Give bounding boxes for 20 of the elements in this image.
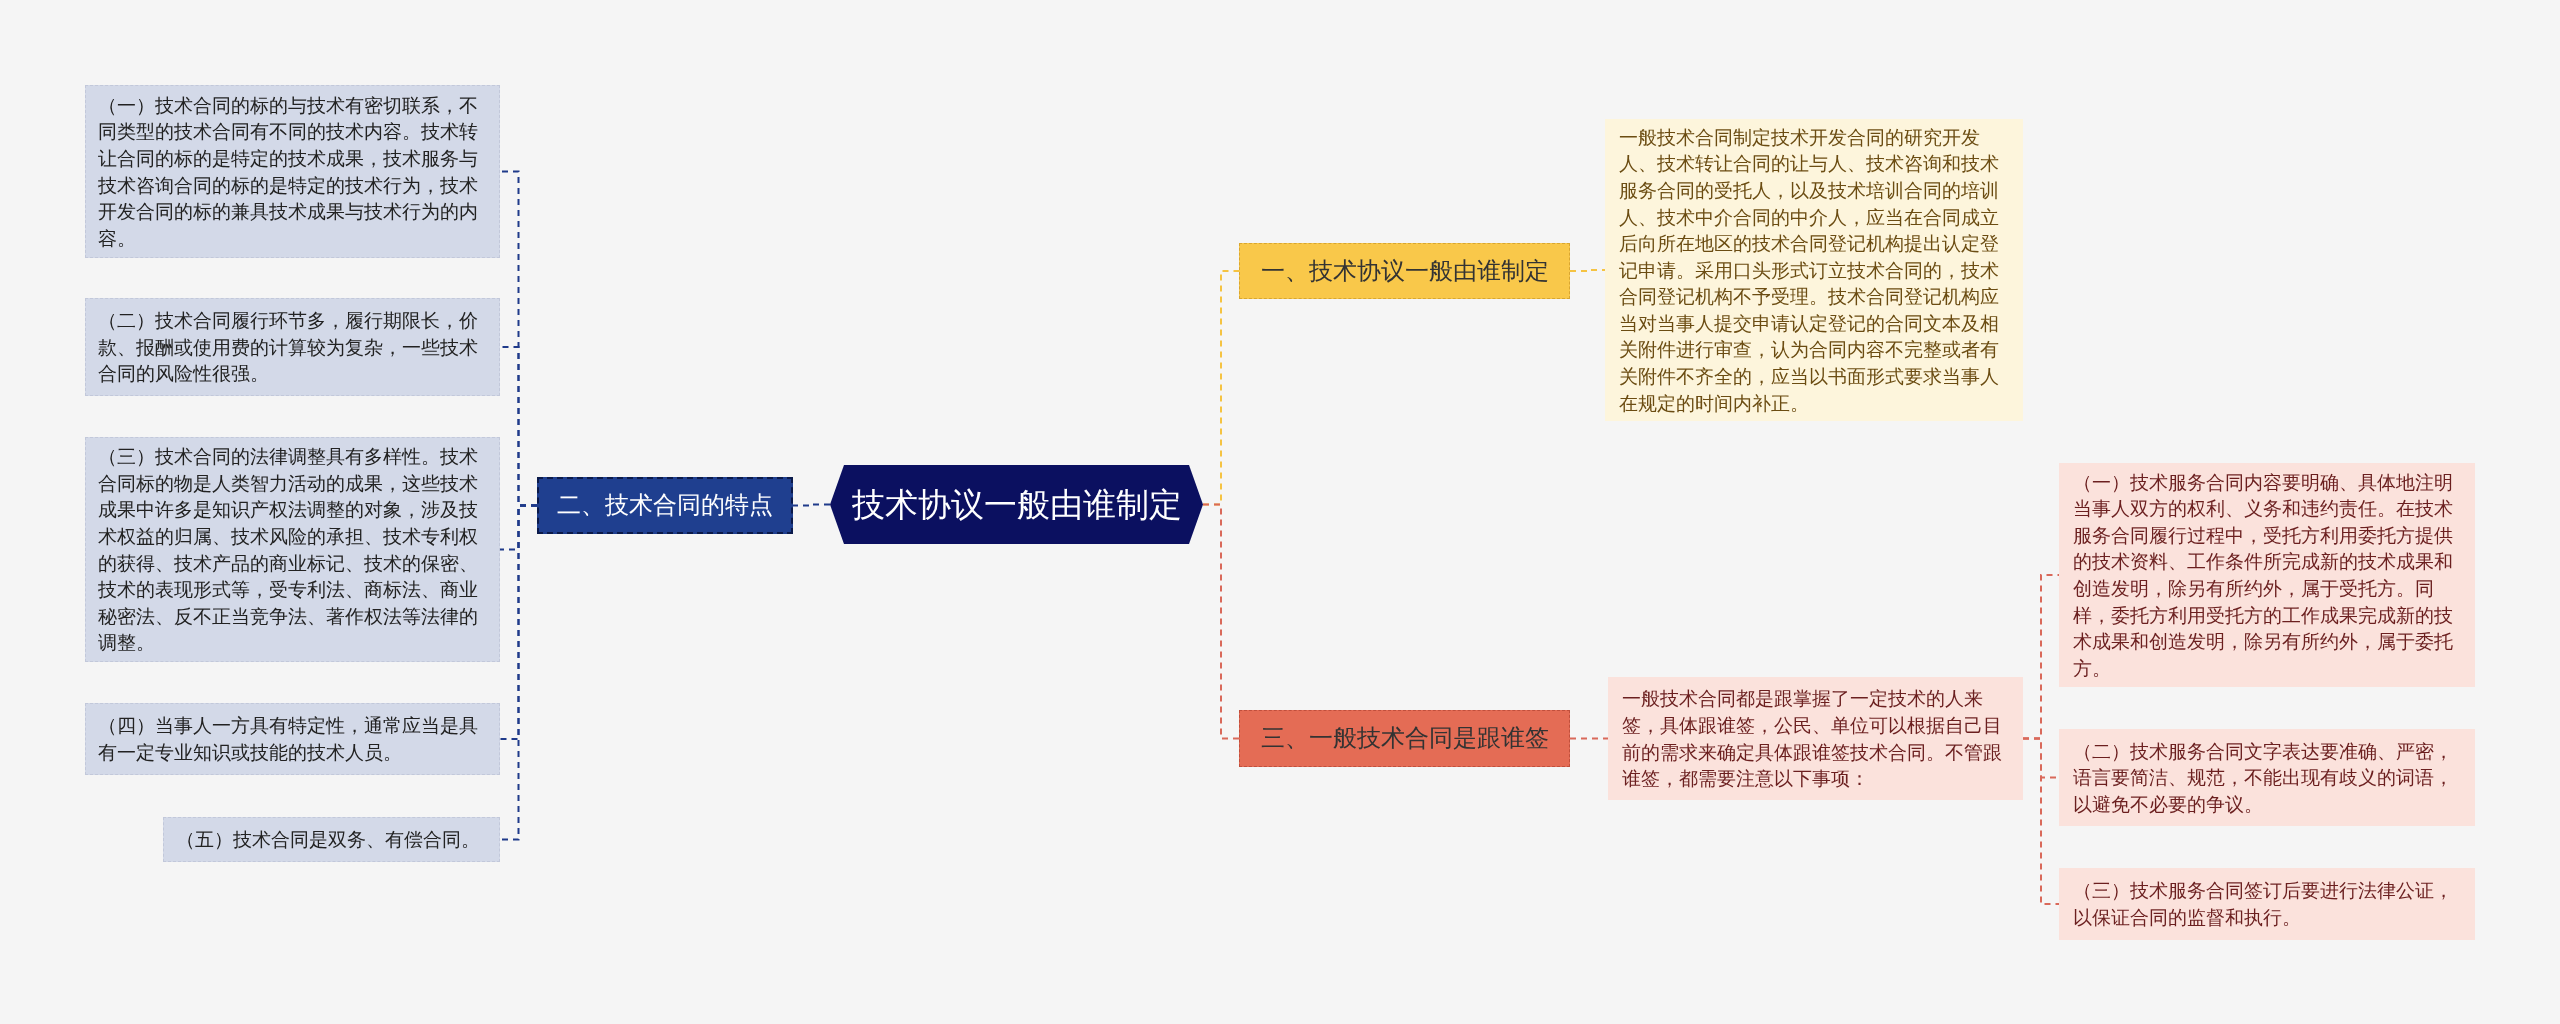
text-card: （二）技术服务合同文字表达要准确、严密，语言要简洁、规范，不能出现有歧义的词语，以避免不必要的争议。 [2059,729,2475,826]
text-card: （五）技术合同是双务、有偿合同。 [163,817,500,862]
text-card: （一）技术服务合同内容要明确、具体地注明当事人双方的权利、义务和违约责任。在技术服务合同履行过程中，受托方利用委托方提供的技术资料、工作条件所完成新的技术成果和创造发明，除另有所约外，属于受托方。同样，委托方利用受托方的工作成果完成新的技术成果和创造发明，除另有所约外，属于委托方。 [2059,463,2475,687]
connector-line [2022,737,2060,905]
text-card: 一般技术合同制定技术开发合同的研究开发人、技术转让合同的让与人、技术咨询和技术服务合同的受托人，以及技术培训合同的培训人、技术中介合同的中介人，应当在合同成立后向所在地区的技术合同登记机构提出认定登记申请。采用口头形式订立技术合同的，技术合同登记机构不予受理。技术合同登记机构应当对当事人提交申请认定登记的合同文本及相关附件进行审查，认为合同内容不完整或者有关附件不齐全的，应当以书面形式要求当事人在规定的时间内补正。 [1605,119,2023,421]
connector-line [1202,503,1240,740]
text-card: （四）当事人一方具有特定性，通常应当是具有一定专业知识或技能的技术人员。 [85,703,500,775]
root-topic-hexagon: 技术协议一般由谁制定 [830,465,1203,544]
text-card: （三）技术合同的法律调整具有多样性。技术合同标的物是人类智力活动的成果，这些技术成果中许多是知识产权法调整的对象，涉及技术权益的归属、技术风险的承担、技术专利权的获得、技术产品的商业标记、技术的保密、技术的表现形式等，受专利法、商标法、商业秘密法、反不正当竞争法、著作权法等法律的调整。 [85,437,500,662]
connector-line [792,503,831,507]
topic-box: 一、技术协议一般由谁制定 [1239,243,1570,299]
text-card: 一般技术合同都是跟掌握了一定技术的人来签，具体跟谁签，公民、单位可以根据自己目前的需求来确定具体跟谁签技术合同。不管跟谁签，都需要注意以下事项： [1608,677,2023,800]
connector-line [1569,737,1609,740]
text-card: （一）技术合同的标的与技术有密切联系，不同类型的技术合同有不同的技术内容。技术转让合同的标的是特定的技术成果，技术服务与技术咨询合同的标的是特定的技术行为，技术开发合同的标的兼具技术成果与技术行为的内容。 [85,85,500,258]
text-card: （二）技术合同履行环节多，履行期限长，价款、报酬或使用费的计算较为复杂，一些技术合同的风险性很强。 [85,298,500,396]
topic-box: 二、技术合同的特点 [537,477,793,534]
connector-line [499,504,538,841]
topic-box: 三、一般技术合同是跟谁签 [1239,710,1570,767]
text-card: （三）技术服务合同签订后要进行法律公证，以保证合同的监督和执行。 [2059,868,2475,940]
connector-line [1569,269,1606,272]
